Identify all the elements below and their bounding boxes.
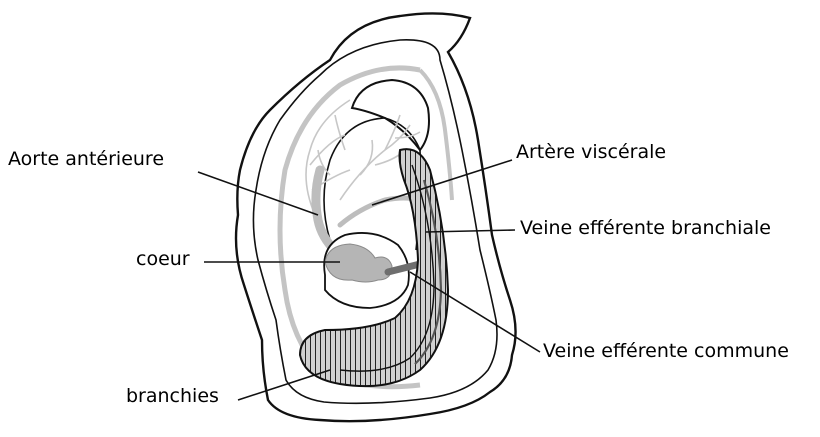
label-veine-efferente-commune: Veine efférente commune xyxy=(543,342,789,361)
label-aorte-anterieure: Aorte antérieure xyxy=(8,150,164,169)
label-veine-efferente-branchiale: Veine efférente branchiale xyxy=(520,219,771,238)
label-artere-viscerale: Artère viscérale xyxy=(516,143,666,162)
label-coeur: coeur xyxy=(136,250,190,269)
label-branchies: branchies xyxy=(126,387,219,406)
